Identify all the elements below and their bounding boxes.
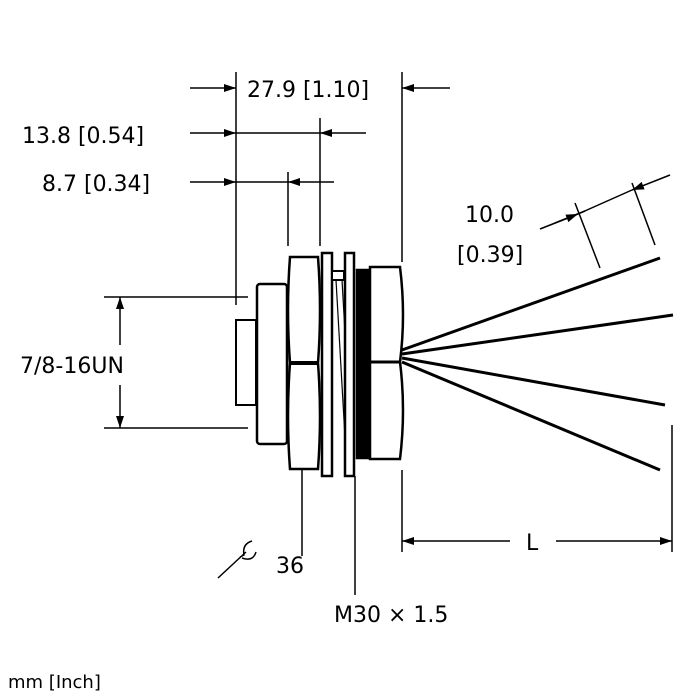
dim-thread-mount: M30 × 1.5 (334, 603, 448, 628)
washer (320, 251, 334, 478)
dimension-lines (104, 72, 673, 595)
thread (355, 268, 370, 460)
dim-nut-to-flange: 13.8 [0.54] (22, 124, 144, 149)
dim-strip-length-mm: 10.0 (465, 203, 514, 228)
dim-thread-front: 7/8-16UN (20, 354, 124, 379)
dim-face-to-nut: 8.7 [0.34] (42, 172, 150, 197)
units-note: mm [Inch] (8, 672, 101, 693)
wrench-icon (217, 540, 257, 579)
wires (401, 256, 674, 472)
dim-overall-length: 27.9 [1.10] (247, 78, 369, 103)
dim-strip-length-in: [0.39] (457, 243, 523, 268)
dim-cable-length: L (526, 531, 539, 556)
washer (343, 251, 356, 478)
connector-body (235, 251, 405, 478)
dim-wrench-size: 36 (276, 554, 304, 579)
